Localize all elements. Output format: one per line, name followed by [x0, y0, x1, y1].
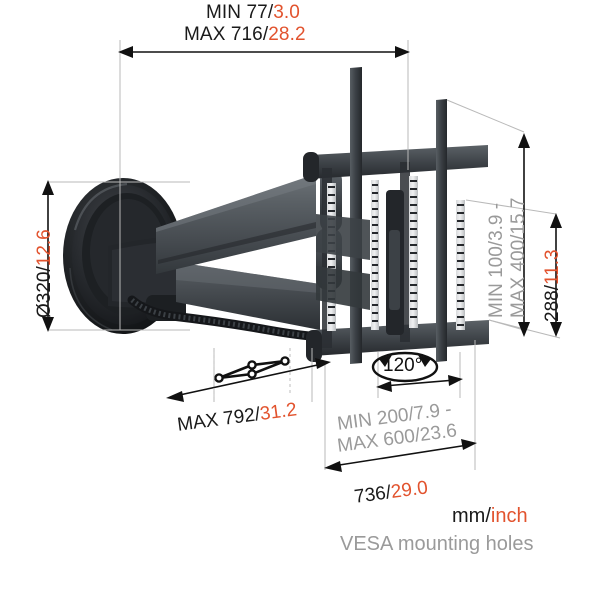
bracket-width-inch: 29.0 — [389, 477, 430, 503]
label-wallplate-diameter: Ø320/12.6 — [34, 229, 55, 318]
label-swivel-angle: 120° — [383, 355, 422, 376]
legend-units-mm: mm/ — [452, 505, 491, 527]
vesa-bracket-assembly — [303, 67, 489, 364]
legend-vesa-note: VESA mounting holes — [340, 533, 533, 555]
wallplate-diameter-inch: 12.6 — [34, 229, 55, 267]
legend-vesa-note-text: VESA mounting holes — [340, 533, 534, 555]
extension-max-inch: 28.2 — [268, 24, 306, 45]
swivel-reach-inch: 31.2 — [258, 399, 299, 425]
lower-arm — [176, 262, 320, 330]
wallplate-diameter-mm: Ø320/ — [34, 266, 55, 318]
swivel-angle-text: 120° — [383, 355, 423, 376]
label-vesa-height-max: MAX 400/15.7 — [508, 198, 529, 318]
bracket-width-mm: 736/ — [353, 482, 393, 508]
label-extension-min: MIN 77/3.0 — [206, 2, 300, 23]
bracket-height-mm: 288/ — [542, 285, 563, 322]
upper-arm — [156, 174, 316, 274]
vesa-height-min-text: MIN 100/3.9 - — [486, 202, 507, 318]
extension-min-mm: MIN 77/ — [206, 2, 274, 23]
vesa-mounting-strips — [327, 176, 465, 331]
label-bracket-height: 288/11.3 — [542, 249, 563, 322]
extension-max-mm: MAX 716/ — [184, 24, 269, 45]
label-extension-max: MAX 716/28.2 — [184, 24, 306, 45]
bracket-height-inch: 11.3 — [542, 249, 563, 286]
vesa-height-max-text: MAX 400/15.7 — [508, 197, 529, 318]
legend-units: mm/inch — [452, 505, 528, 527]
label-vesa-height-min: MIN 100/3.9 - — [486, 203, 507, 318]
legend-units-inch: inch — [490, 505, 528, 527]
extension-min-inch: 3.0 — [273, 2, 300, 23]
center-slider — [386, 190, 404, 335]
